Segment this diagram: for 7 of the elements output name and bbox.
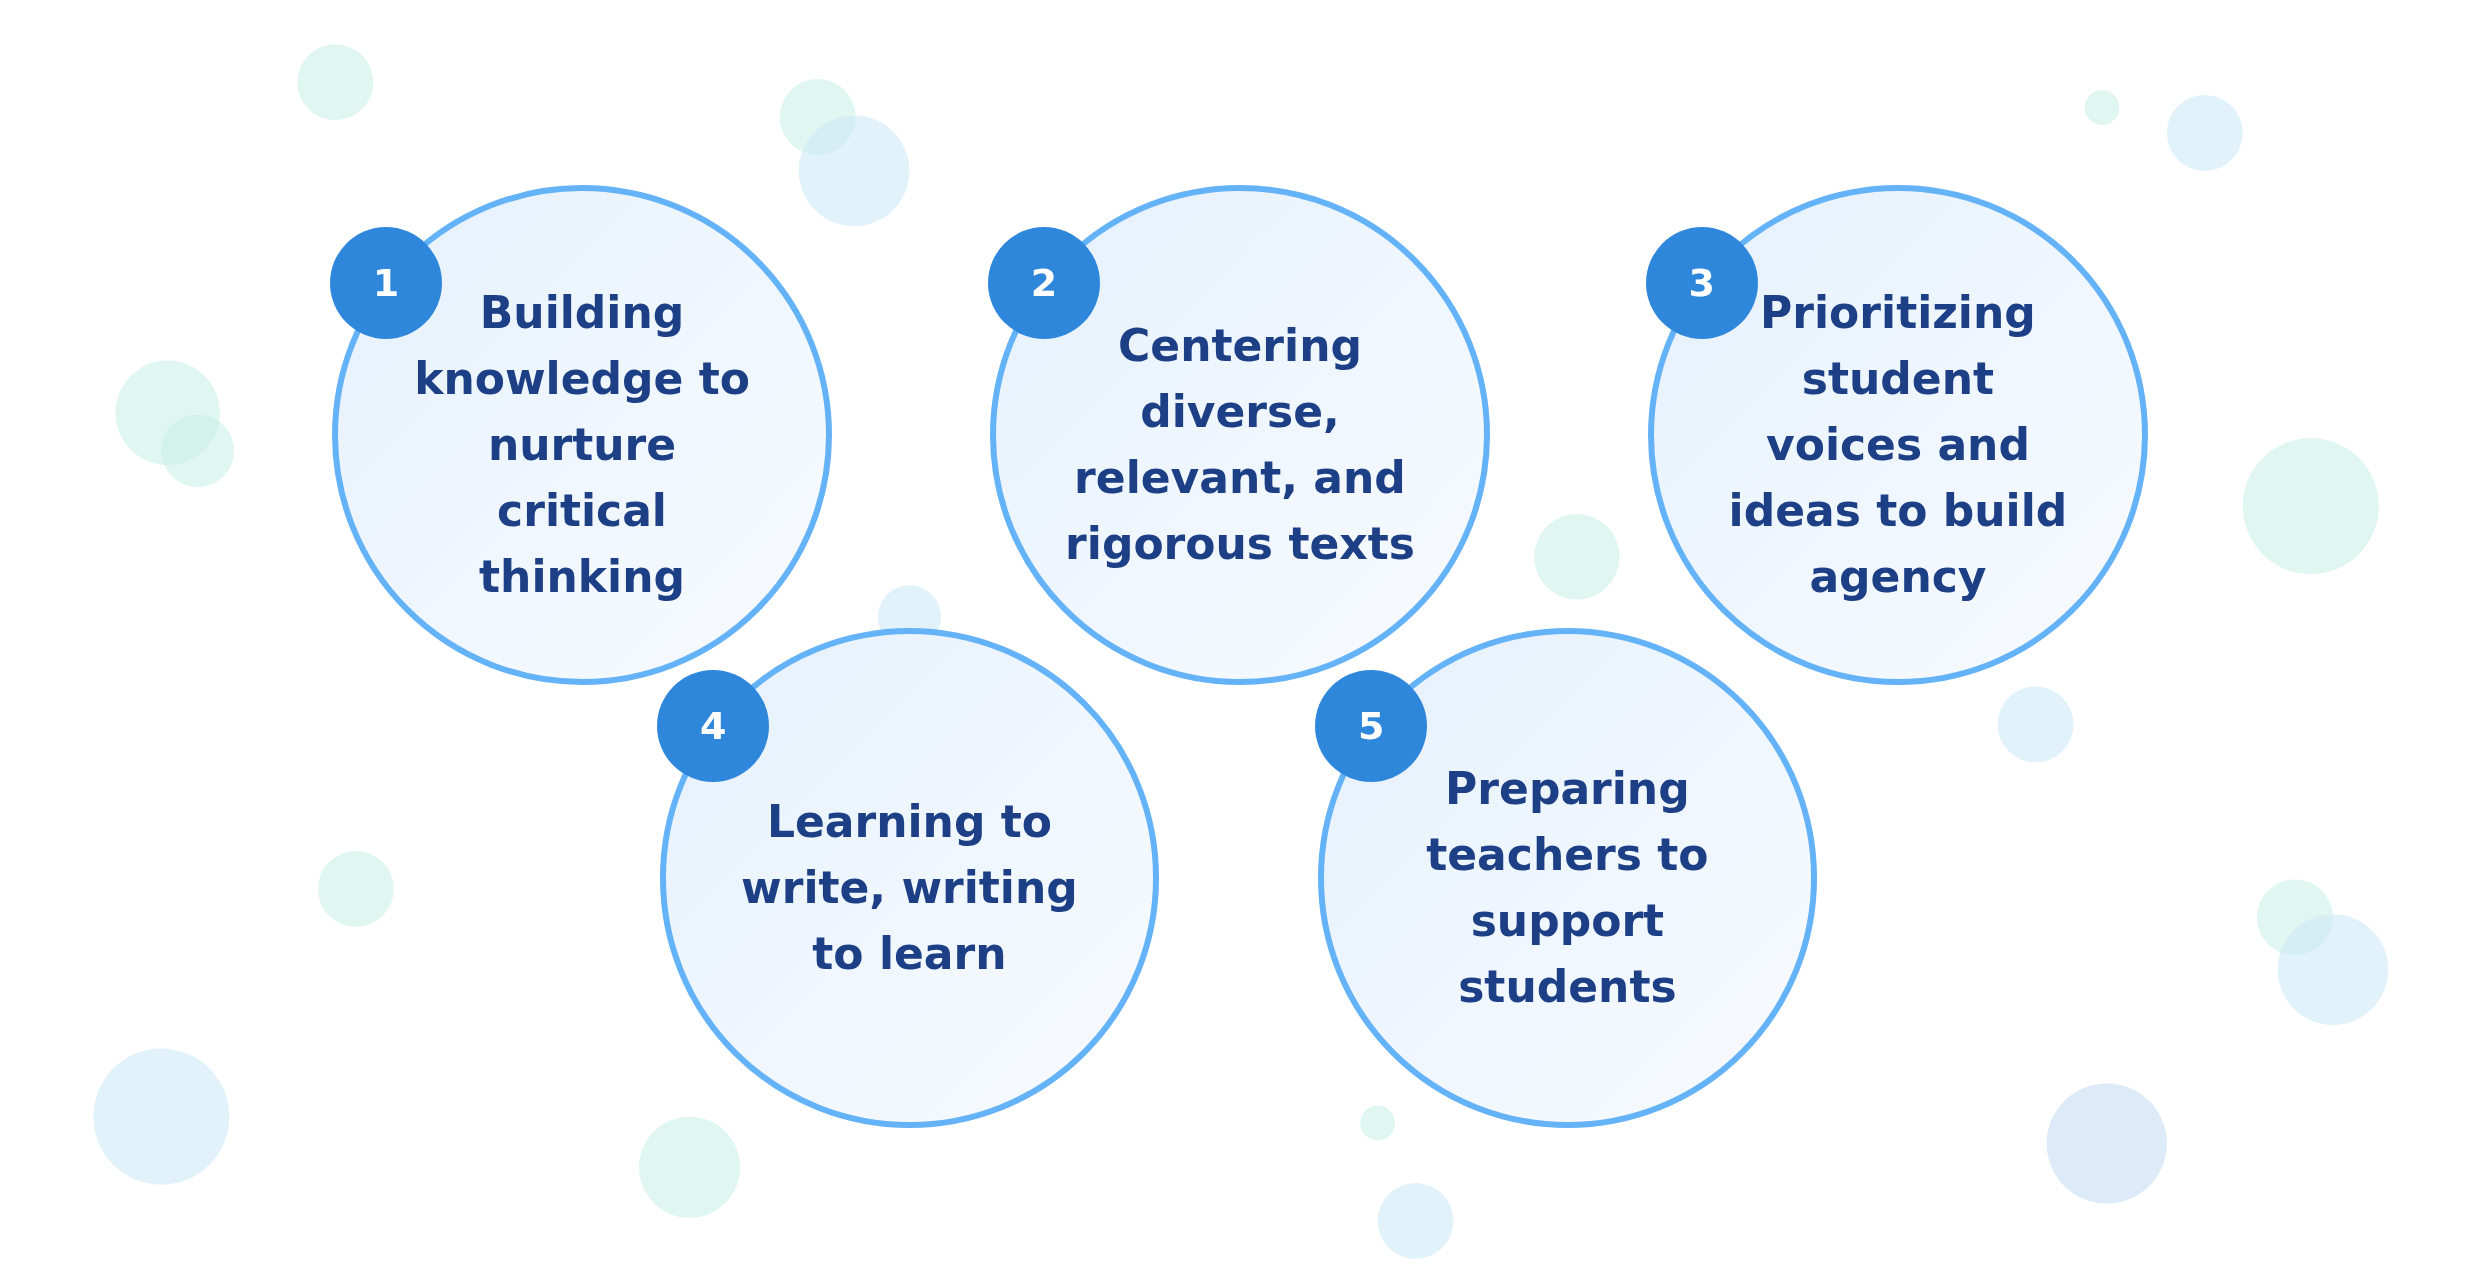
number-badge: 3 <box>1645 227 1758 340</box>
topic-text: Preparing teachers to support students <box>1425 761 1710 1014</box>
number-badge: 4 <box>657 669 770 782</box>
topic-text: Learning to write, writing to learn <box>740 794 1079 981</box>
number-badge: 5 <box>1315 669 1428 782</box>
number-badge: 1 <box>329 227 442 340</box>
number-badge: 2 <box>987 227 1100 340</box>
